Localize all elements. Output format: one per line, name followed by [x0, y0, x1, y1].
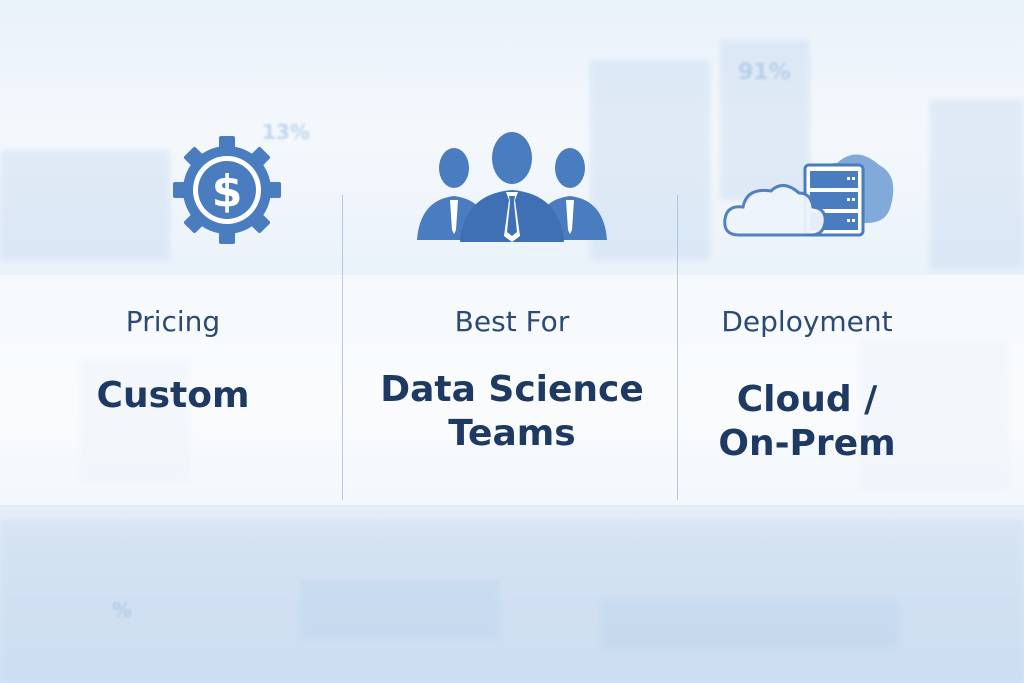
column-divider — [677, 195, 678, 500]
content-band — [0, 275, 1024, 505]
best-for-column: Best For Data Science Teams — [345, 130, 679, 456]
ghost-text: % — [112, 598, 133, 622]
deployment-value-line: Cloud / — [736, 379, 878, 420]
pricing-column: $ Pricing Custom — [60, 130, 394, 418]
svg-text:$: $ — [212, 166, 243, 217]
dollar-gear-icon: $ — [60, 130, 394, 250]
business-team-icon — [345, 130, 679, 250]
ghost-text: 91% — [738, 60, 791, 85]
best-for-label: Best For — [454, 305, 570, 338]
best-for-value-line: Data Science — [380, 369, 644, 410]
deployment-value: Cloud / On-Prem — [640, 378, 974, 466]
deployment-label: Deployment — [721, 305, 893, 338]
pricing-value: Custom — [96, 375, 250, 416]
best-for-value: Data Science Teams — [345, 368, 679, 456]
deployment-value-line: On-Prem — [718, 423, 896, 464]
pricing-label: Pricing — [125, 305, 221, 338]
deployment-column: Deployment Cloud / On-Prem — [640, 130, 974, 466]
best-for-value-line: Teams — [448, 413, 576, 454]
cloud-server-icon — [640, 130, 974, 250]
ghost-text: 13% — [262, 120, 310, 144]
column-divider — [342, 195, 343, 500]
